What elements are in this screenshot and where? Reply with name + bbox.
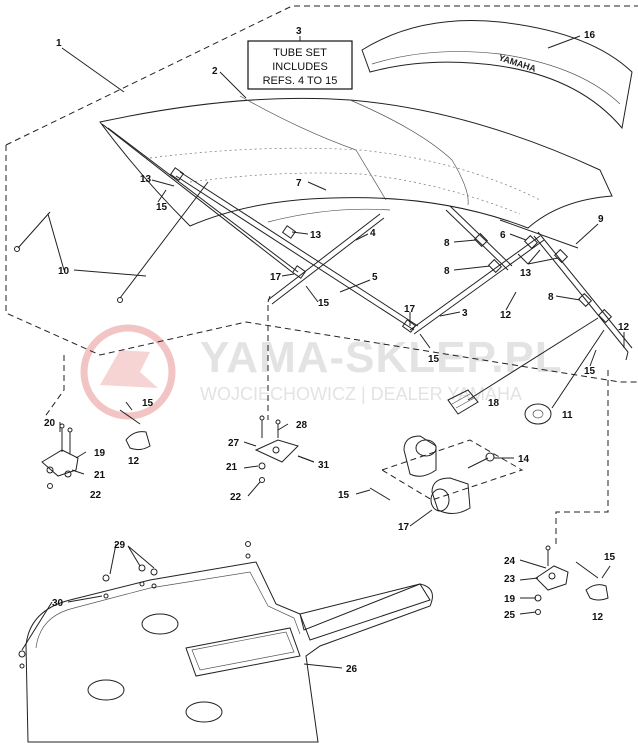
tube-3 [175, 175, 415, 331]
tube-8b [533, 235, 629, 353]
callout-12b: 12 [618, 322, 630, 333]
callout-19b: 19 [504, 594, 516, 605]
callout-8b: 8 [548, 292, 554, 303]
callout-12c: 12 [128, 456, 140, 467]
callout-17a: 17 [270, 272, 282, 283]
bimini-canvas [99, 95, 613, 229]
callout-13a: 13 [140, 174, 152, 185]
left-bracket-group [41, 409, 151, 489]
callout-16: 16 [584, 30, 596, 41]
straps-10 [17, 181, 209, 299]
tube-5 [267, 213, 381, 301]
callout-15f: 15 [338, 490, 350, 501]
callout-28: 28 [296, 420, 308, 431]
callout-13b: 13 [310, 230, 322, 241]
callout-19a: 19 [94, 448, 106, 459]
watermark-sub: WOJCIECHOWICZ | DEALER YAMAHA [200, 384, 522, 404]
callout-21b: 21 [226, 462, 238, 473]
callout-15a: 15 [156, 202, 168, 213]
callout-1: 1 [56, 38, 62, 49]
boot-cover-brand: YAMAHA [497, 52, 537, 74]
leader-left-dashed [43, 355, 65, 419]
floor-mat [18, 541, 433, 743]
callout-6: 6 [500, 230, 506, 241]
callout-21a: 21 [94, 470, 106, 481]
frame-tubes [14, 123, 633, 361]
callout-17b: 17 [404, 304, 416, 315]
callout-15e: 15 [142, 398, 154, 409]
callout-3: 3 [462, 308, 468, 319]
tube-8a [445, 209, 509, 271]
clip-18 [447, 389, 479, 415]
spare-parts [369, 389, 552, 514]
pin-15 [369, 487, 391, 501]
callout-14: 14 [518, 454, 530, 465]
callout-7: 7 [296, 178, 302, 189]
callout-15b: 15 [318, 298, 330, 309]
callout-4: 4 [370, 228, 376, 239]
tube-7 [101, 123, 293, 273]
callout-12a: 12 [500, 310, 512, 321]
callout-24: 24 [504, 556, 516, 567]
callout-13c: 13 [520, 268, 532, 279]
callout-5: 5 [372, 272, 378, 283]
assembly-outline [5, 5, 638, 383]
callout-8c: 8 [444, 266, 450, 277]
callout-8a: 8 [444, 238, 450, 249]
eye-end-17 [403, 435, 437, 477]
callout-12d: 12 [592, 612, 604, 623]
callout-31: 31 [318, 460, 330, 471]
callout-25: 25 [504, 610, 516, 621]
callout-15c: 15 [428, 354, 440, 365]
callout-labels: 1 2 3 16 7 13 15 13 4 10 17 15 5 17 15 3… [44, 26, 630, 675]
tube-set-line2: INCLUDES [272, 61, 328, 73]
leader-right-dashed [555, 370, 609, 545]
tube-6 [499, 219, 579, 249]
callout-15g: 15 [604, 552, 616, 563]
callout-18: 18 [488, 398, 500, 409]
leader-lines [21, 35, 625, 669]
callout-23: 23 [504, 574, 516, 585]
callout-11: 11 [562, 410, 573, 421]
tube-set-line3: REFS. 4 TO 15 [263, 75, 338, 87]
watermark-main: YAMA-SKLEP.PL [200, 333, 563, 382]
callout-10: 10 [58, 266, 70, 277]
callout-22a: 22 [90, 490, 102, 501]
tube-set-line1: TUBE SET [273, 47, 327, 59]
callout-26: 26 [346, 664, 358, 675]
right-bracket-group [534, 545, 609, 615]
watermark: YAMA-SKLEP.PL WOJCIECHOWICZ | DEALER YAM… [80, 324, 563, 420]
tube-set-box: TUBE SET INCLUDES REFS. 4 TO 15 [247, 40, 353, 90]
callout-9: 9 [598, 214, 604, 225]
callout-17c: 17 [398, 522, 410, 533]
callout-22b: 22 [230, 492, 242, 503]
callout-20: 20 [44, 418, 56, 429]
ring-11 [524, 403, 552, 425]
tube-4 [409, 235, 541, 331]
callout-27: 27 [228, 438, 240, 449]
pin-14 [467, 457, 489, 469]
callout-29: 29 [114, 540, 126, 551]
callout-3-box: 3 [296, 26, 302, 37]
callout-2: 2 [212, 66, 218, 77]
callout-30: 30 [52, 598, 64, 609]
callout-15d: 15 [584, 366, 596, 377]
